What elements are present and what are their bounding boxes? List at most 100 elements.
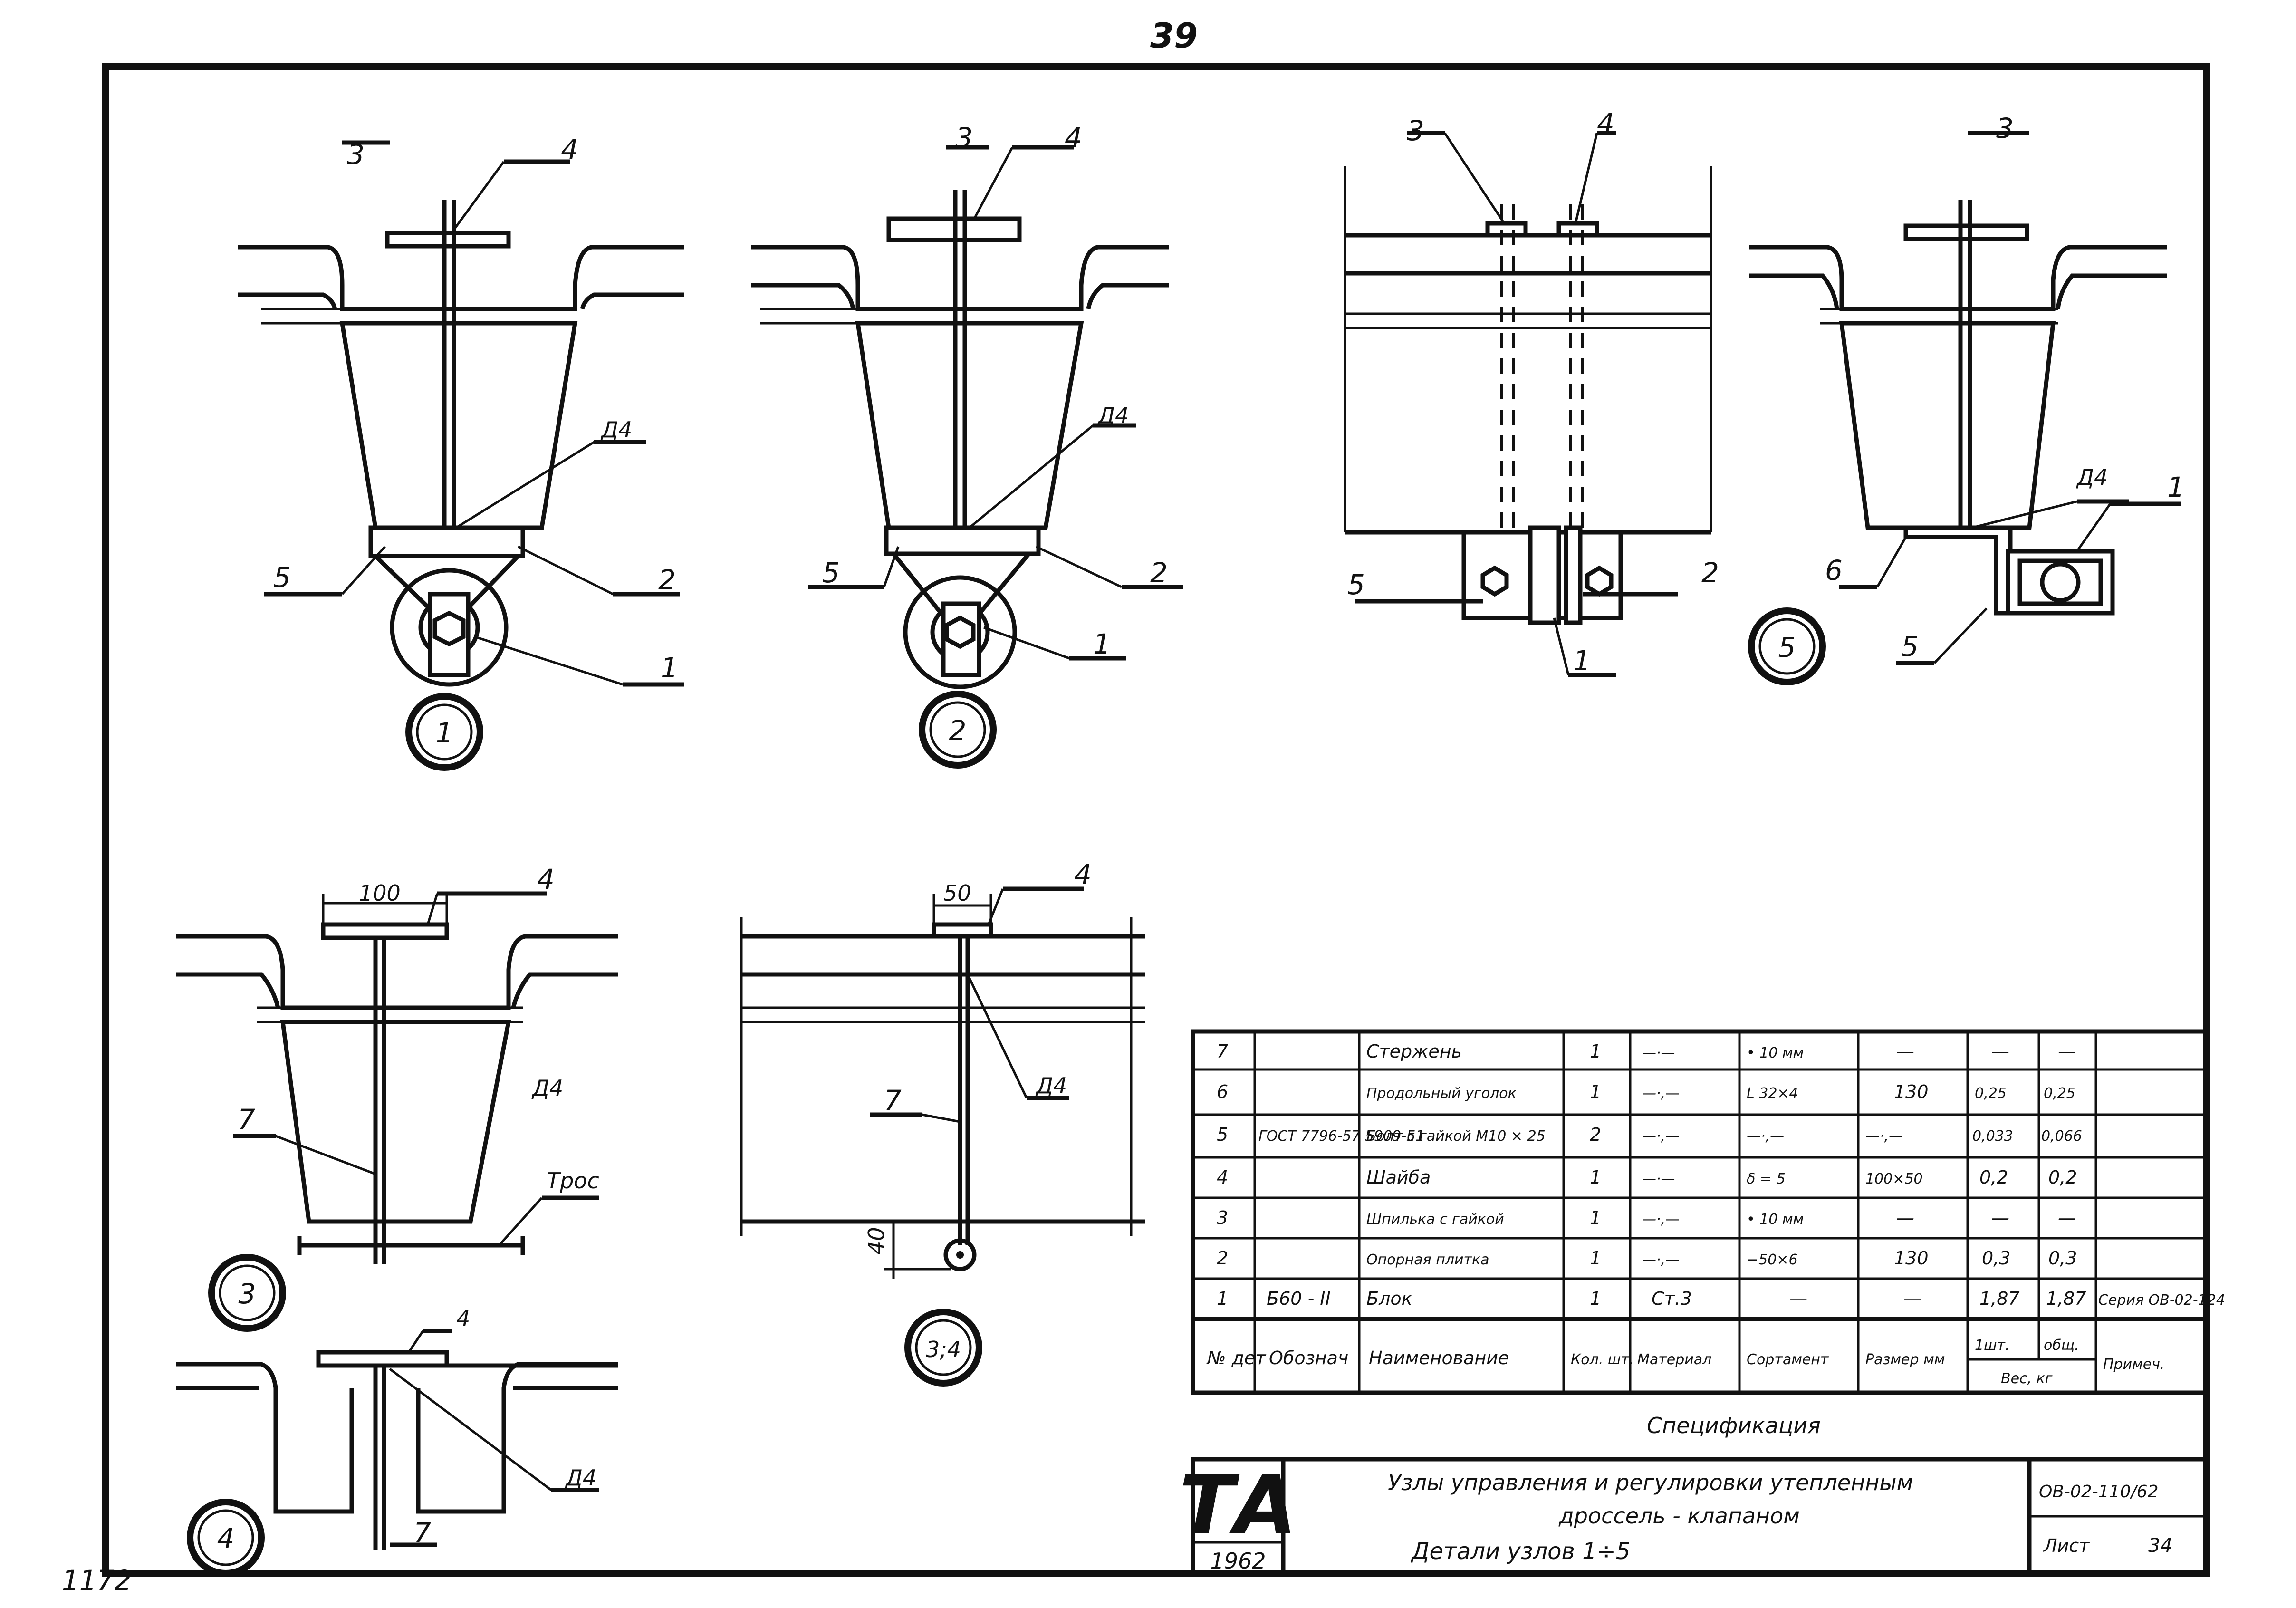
spec-row-3-sortament: • 10 мм: [1747, 1211, 1804, 1228]
title-sheet-number: 34: [2148, 1535, 2172, 1557]
d5-label-1: 1: [1573, 645, 1591, 677]
spec-row-4-material: —·—: [1642, 1171, 1675, 1187]
spec-header-ves-obsh: общ.: [2044, 1337, 2079, 1354]
d1-label-1: 1: [661, 652, 678, 684]
spec-row-7-naim: Стержень: [1366, 1041, 1462, 1062]
d5-label-6: 6: [1825, 554, 1843, 587]
d2-label-2: 2: [1150, 557, 1168, 589]
spec-row-7-ves1: —: [1991, 1041, 2009, 1062]
d5-label-2: 2: [1701, 557, 1719, 589]
d5-label-4: 4: [1597, 107, 1614, 140]
spec-row-5-det: 5: [1217, 1124, 1228, 1145]
detail-3-drawing: 4 100 Д4 7 Трос 3: [176, 863, 618, 1332]
spec-row-5-oboznach: ГОСТ 7796-57 5909-51: [1258, 1128, 1424, 1145]
title-block: ТА 1962 Узлы управления и регулировки ут…: [1179, 1457, 2208, 1576]
spec-row-5-kol: 2: [1590, 1124, 1601, 1145]
spec-row-6-naim: Продольный уголок: [1366, 1085, 1517, 1102]
d4-label-7: 7: [413, 1517, 431, 1549]
spec-row-3-razmer: —: [1896, 1207, 1914, 1228]
d34-dim-50: 50: [943, 880, 971, 906]
spec-row-2-det: 2: [1217, 1248, 1228, 1269]
spec-header-ves-sht: 1шт.: [1975, 1337, 2010, 1354]
spec-row-1-kol: 1: [1590, 1288, 1601, 1309]
margin-note: 1172: [62, 1564, 132, 1597]
spec-header-sortament: Сортамент: [1747, 1351, 1829, 1368]
d5-label-3b: 3: [1996, 112, 2014, 144]
spec-row-7-det: 7: [1217, 1041, 1228, 1062]
spec-row-3-naim: Шпилька с гайкой: [1366, 1211, 1504, 1228]
spec-row-3-det: 3: [1217, 1207, 1228, 1228]
d1-label-d4: Д4: [600, 417, 632, 443]
d34-label-4: 4: [1074, 858, 1092, 891]
spec-row-7-razmer: —: [1896, 1041, 1914, 1062]
detail-34-drawing: 4 50 Д4 7 40 3;4: [740, 858, 1145, 1387]
spec-header-ves: Вес, кг: [2001, 1370, 2053, 1387]
spec-row-4-kol: 1: [1590, 1167, 1601, 1188]
d3-label-d4: Д4: [531, 1075, 563, 1101]
spec-row-2-kol: 1: [1590, 1248, 1601, 1269]
d4-label-4: 4: [456, 1306, 470, 1331]
title-line-2: дроссель - клапаном: [1558, 1503, 1800, 1529]
d5-circle-label: 5: [1778, 631, 1796, 664]
d2-label-4: 4: [1065, 122, 1082, 154]
title-sheet-label: Лист: [2043, 1535, 2090, 1556]
d4-circle-label: 4: [217, 1522, 235, 1555]
spec-header-material: Материал: [1637, 1351, 1711, 1368]
detail-2-drawing: 3 4 Д4 5 2 1 2: [751, 122, 1183, 769]
spec-caption: Спецификация: [1647, 1413, 1821, 1438]
d1-label-2: 2: [658, 564, 676, 596]
d3-label-4: 4: [537, 863, 555, 895]
spec-row-6-razmer: 130: [1894, 1081, 1929, 1102]
spec-header-naim: Наименование: [1369, 1348, 1509, 1368]
spec-row-6-ves1: 0,25: [1975, 1085, 2007, 1102]
d1-label-3: 3: [347, 138, 365, 171]
d5-label-1b: 1: [2167, 471, 2185, 503]
spec-row-1-naim: Блок: [1366, 1288, 1412, 1309]
d34-label-d4: Д4: [1035, 1073, 1067, 1098]
d4-label-d4: Д4: [565, 1465, 596, 1491]
spec-header-oboznach: Обознач: [1269, 1348, 1348, 1368]
spec-row-1-material: Ст.3: [1652, 1288, 1692, 1309]
d3-label-7: 7: [238, 1103, 255, 1136]
spec-row-2-razmer: 130: [1894, 1248, 1929, 1269]
detail-4-drawing: 4 Д4 7 4: [176, 1306, 618, 1577]
spec-row-3-material: —·,—: [1642, 1211, 1680, 1228]
spec-row-4-sortament: δ = 5: [1747, 1171, 1786, 1187]
spec-row-6-material: —·,—: [1642, 1085, 1680, 1102]
spec-row-5-material: —·,—: [1642, 1128, 1680, 1145]
sheet-frame: [102, 63, 2210, 1577]
d34-dim-40: 40: [864, 1227, 889, 1255]
d3-circle-label: 3: [239, 1278, 256, 1310]
spec-row-7-kol: 1: [1590, 1041, 1601, 1062]
spec-row-1-ves1: 1,87: [1979, 1288, 2020, 1309]
spec-row-1-ves2: 1,87: [2046, 1288, 2086, 1309]
spec-row-2-sortament: −50×6: [1747, 1252, 1798, 1268]
d34-label-7: 7: [884, 1084, 902, 1117]
title-line-1: Узлы управления и регулировки утепленным: [1388, 1470, 1913, 1495]
d1-circle-label: 1: [436, 717, 453, 749]
spec-row-6-det: 6: [1217, 1081, 1228, 1102]
d3-label-tros: Трос: [547, 1168, 599, 1194]
d1-label-5: 5: [273, 561, 291, 594]
spec-row-3-kol: 1: [1590, 1207, 1601, 1228]
title-logo: ТА: [1179, 1458, 1297, 1552]
detail-1-drawing: 3 4 Д4 5 2 1 1: [238, 134, 684, 771]
d5-label-3: 3: [1407, 115, 1424, 147]
page-number: 39: [1150, 16, 1198, 56]
spec-row-1-razmer: —: [1903, 1288, 1921, 1309]
d34-circle-label: 3;4: [926, 1337, 961, 1362]
spec-row-7-ves2: —: [2058, 1041, 2076, 1062]
spec-row-3-ves2: —: [2058, 1207, 2076, 1228]
spec-header-kol: Кол. шт.: [1571, 1351, 1633, 1368]
spec-row-3-ves1: —: [1991, 1207, 2009, 1228]
title-line-3: Детали узлов 1÷5: [1411, 1538, 1630, 1565]
title-year: 1962: [1210, 1548, 1266, 1574]
spec-row-4-naim: Шайба: [1366, 1167, 1431, 1188]
spec-row-4-ves2: 0,2: [2048, 1167, 2077, 1188]
d3-dim-100: 100: [359, 880, 401, 906]
spec-row-5-razmer: —·,—: [1865, 1128, 1903, 1145]
d2-label-5: 5: [822, 557, 840, 589]
spec-row-4-razmer: 100×50: [1865, 1171, 1923, 1187]
spec-row-6-kol: 1: [1590, 1081, 1601, 1102]
